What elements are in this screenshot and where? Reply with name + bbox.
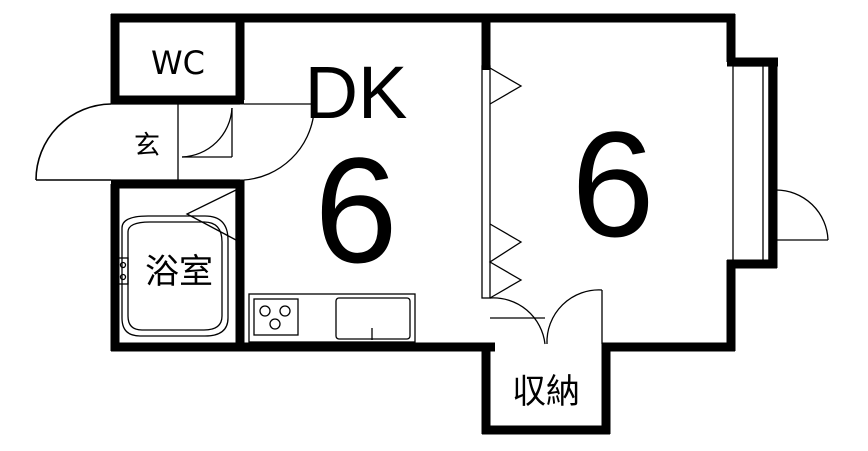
dk-size: 6 bbox=[314, 126, 397, 294]
dk-label: DK bbox=[305, 51, 408, 134]
walls bbox=[110, 13, 778, 435]
room-size: 6 bbox=[571, 100, 654, 268]
stove-icon bbox=[253, 298, 299, 336]
doors bbox=[35, 65, 829, 345]
entrance-label: 玄 bbox=[134, 131, 160, 161]
sink-icon bbox=[335, 297, 411, 340]
window bbox=[732, 65, 770, 262]
bathtub bbox=[117, 215, 229, 337]
bath-label: 浴室 bbox=[145, 252, 213, 292]
storage-label: 収納 bbox=[512, 372, 580, 412]
wc-label: WC bbox=[151, 44, 205, 82]
kitchen-counter bbox=[248, 293, 416, 343]
